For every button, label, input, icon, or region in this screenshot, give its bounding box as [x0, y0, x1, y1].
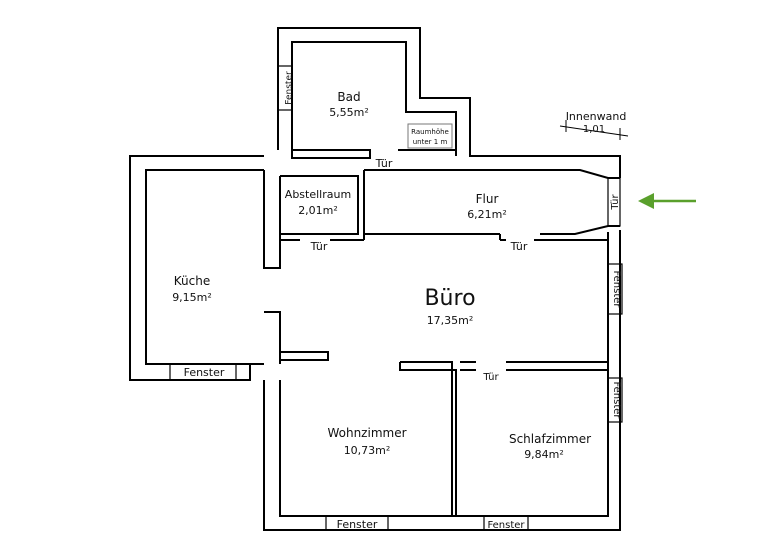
room-abstell-area: 2,01m² [298, 204, 338, 217]
room-buero-name: Büro [424, 286, 475, 311]
room-kueche-area: 9,15m² [172, 291, 212, 304]
fenster-kueche-label: Fenster [184, 366, 225, 379]
innenwand-label: Innenwand [566, 110, 627, 123]
innenwand-dimension [559, 120, 629, 140]
room-schlaf-name: Schlafzimmer [509, 432, 591, 446]
room-schlaf-area: 9,84m² [524, 448, 564, 461]
door-entrance [607, 177, 621, 227]
room-flur-area: 6,21m² [467, 208, 507, 221]
room-wohnzimmer-name: Wohnzimmer [327, 426, 406, 440]
fenster-wohnzimmer-label: Fenster [337, 518, 378, 531]
innenwand-value: 1,01 [583, 124, 605, 135]
room-abstell-name: Abstellraum [285, 188, 351, 201]
outer-walls [129, 27, 621, 531]
window-wohnzimmer [325, 515, 389, 531]
room-wohnzimmer-area: 10,73m² [344, 444, 391, 457]
tuer-bad-label: Tür [375, 157, 393, 170]
windows [169, 65, 623, 531]
window-bad [277, 65, 293, 111]
fenster-schlaf-side-label: Fenster [611, 381, 622, 419]
room-buero-area: 17,35m² [427, 314, 474, 327]
window-schlaf [483, 515, 529, 531]
fenster-buero-label: Fenster [611, 270, 622, 308]
tuer-abstell-label: Tür [310, 240, 328, 253]
fenster-bad-label: Fenster [285, 71, 295, 105]
tuer-schlaf-label: Tür [482, 372, 499, 383]
raumhoehe-line2: unter 1 m [413, 138, 448, 146]
window-kueche [169, 363, 237, 381]
arrow-icon [638, 193, 696, 209]
room-kueche-name: Küche [174, 274, 210, 288]
room-flur-name: Flur [476, 192, 499, 206]
room-bad-name: Bad [337, 90, 360, 104]
fenster-schlaf-label: Fenster [487, 520, 525, 531]
raumhoehe-line1: Raumhöhe [411, 128, 449, 136]
window-schlaf-side [607, 377, 623, 423]
window-buero [607, 263, 623, 315]
room-bad-area: 5,55m² [329, 106, 369, 119]
tuer-entrance-label: Tür [610, 194, 621, 211]
tuer-flur-label: Tür [510, 240, 528, 253]
raumhoehe-box [407, 123, 453, 149]
